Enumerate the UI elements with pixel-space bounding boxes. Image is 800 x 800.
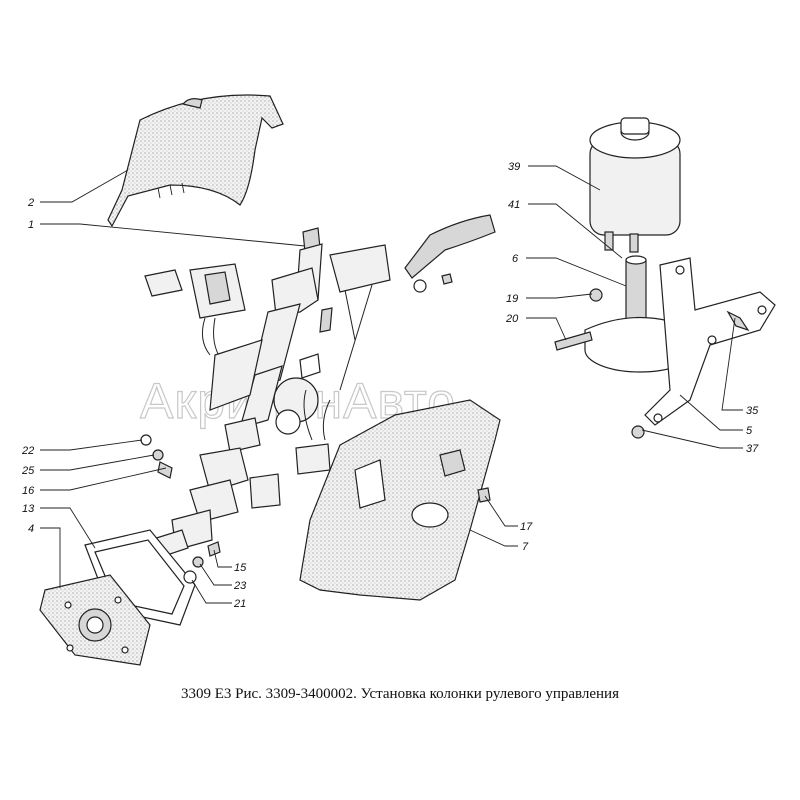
callout-21: 21 — [233, 598, 246, 610]
reservoir-bracket — [584, 255, 776, 426]
callout-15: 15 — [234, 562, 247, 574]
callout-labels: 2 1 39 41 6 19 20 35 5 37 22 25 16 13 4 … — [21, 161, 759, 610]
callout-37: 37 — [746, 443, 759, 455]
callout-17: 17 — [520, 521, 533, 533]
callout-1: 1 — [28, 219, 34, 231]
callout-13: 13 — [22, 503, 35, 515]
callout-20: 20 — [505, 313, 519, 325]
callout-41: 41 — [508, 199, 520, 211]
callout-39: 39 — [508, 161, 520, 173]
upper-column-cover — [107, 94, 284, 228]
callout-5: 5 — [746, 425, 753, 437]
callout-4: 4 — [28, 523, 34, 535]
callout-23: 23 — [233, 580, 247, 592]
callout-25: 25 — [21, 465, 35, 477]
callout-7: 7 — [522, 541, 529, 553]
callout-19: 19 — [506, 293, 518, 305]
callout-6: 6 — [512, 253, 519, 265]
callout-16: 16 — [22, 485, 35, 497]
intermediate-shaft — [127, 417, 261, 589]
steering-column-shaft — [239, 227, 323, 435]
leader-lines — [40, 165, 743, 604]
fasteners — [140, 288, 750, 584]
fluid-reservoir — [589, 117, 681, 253]
callout-2: 2 — [27, 197, 34, 209]
figure-caption: 3309 Е3 Рис. 3309-3400002. Установка кол… — [180, 686, 619, 702]
left-switch-block — [144, 263, 263, 411]
floor-flange — [39, 574, 151, 666]
wiper-stalk — [249, 214, 496, 509]
lower-column-cover — [299, 399, 501, 601]
callout-22: 22 — [21, 445, 34, 457]
callout-35: 35 — [746, 405, 759, 417]
